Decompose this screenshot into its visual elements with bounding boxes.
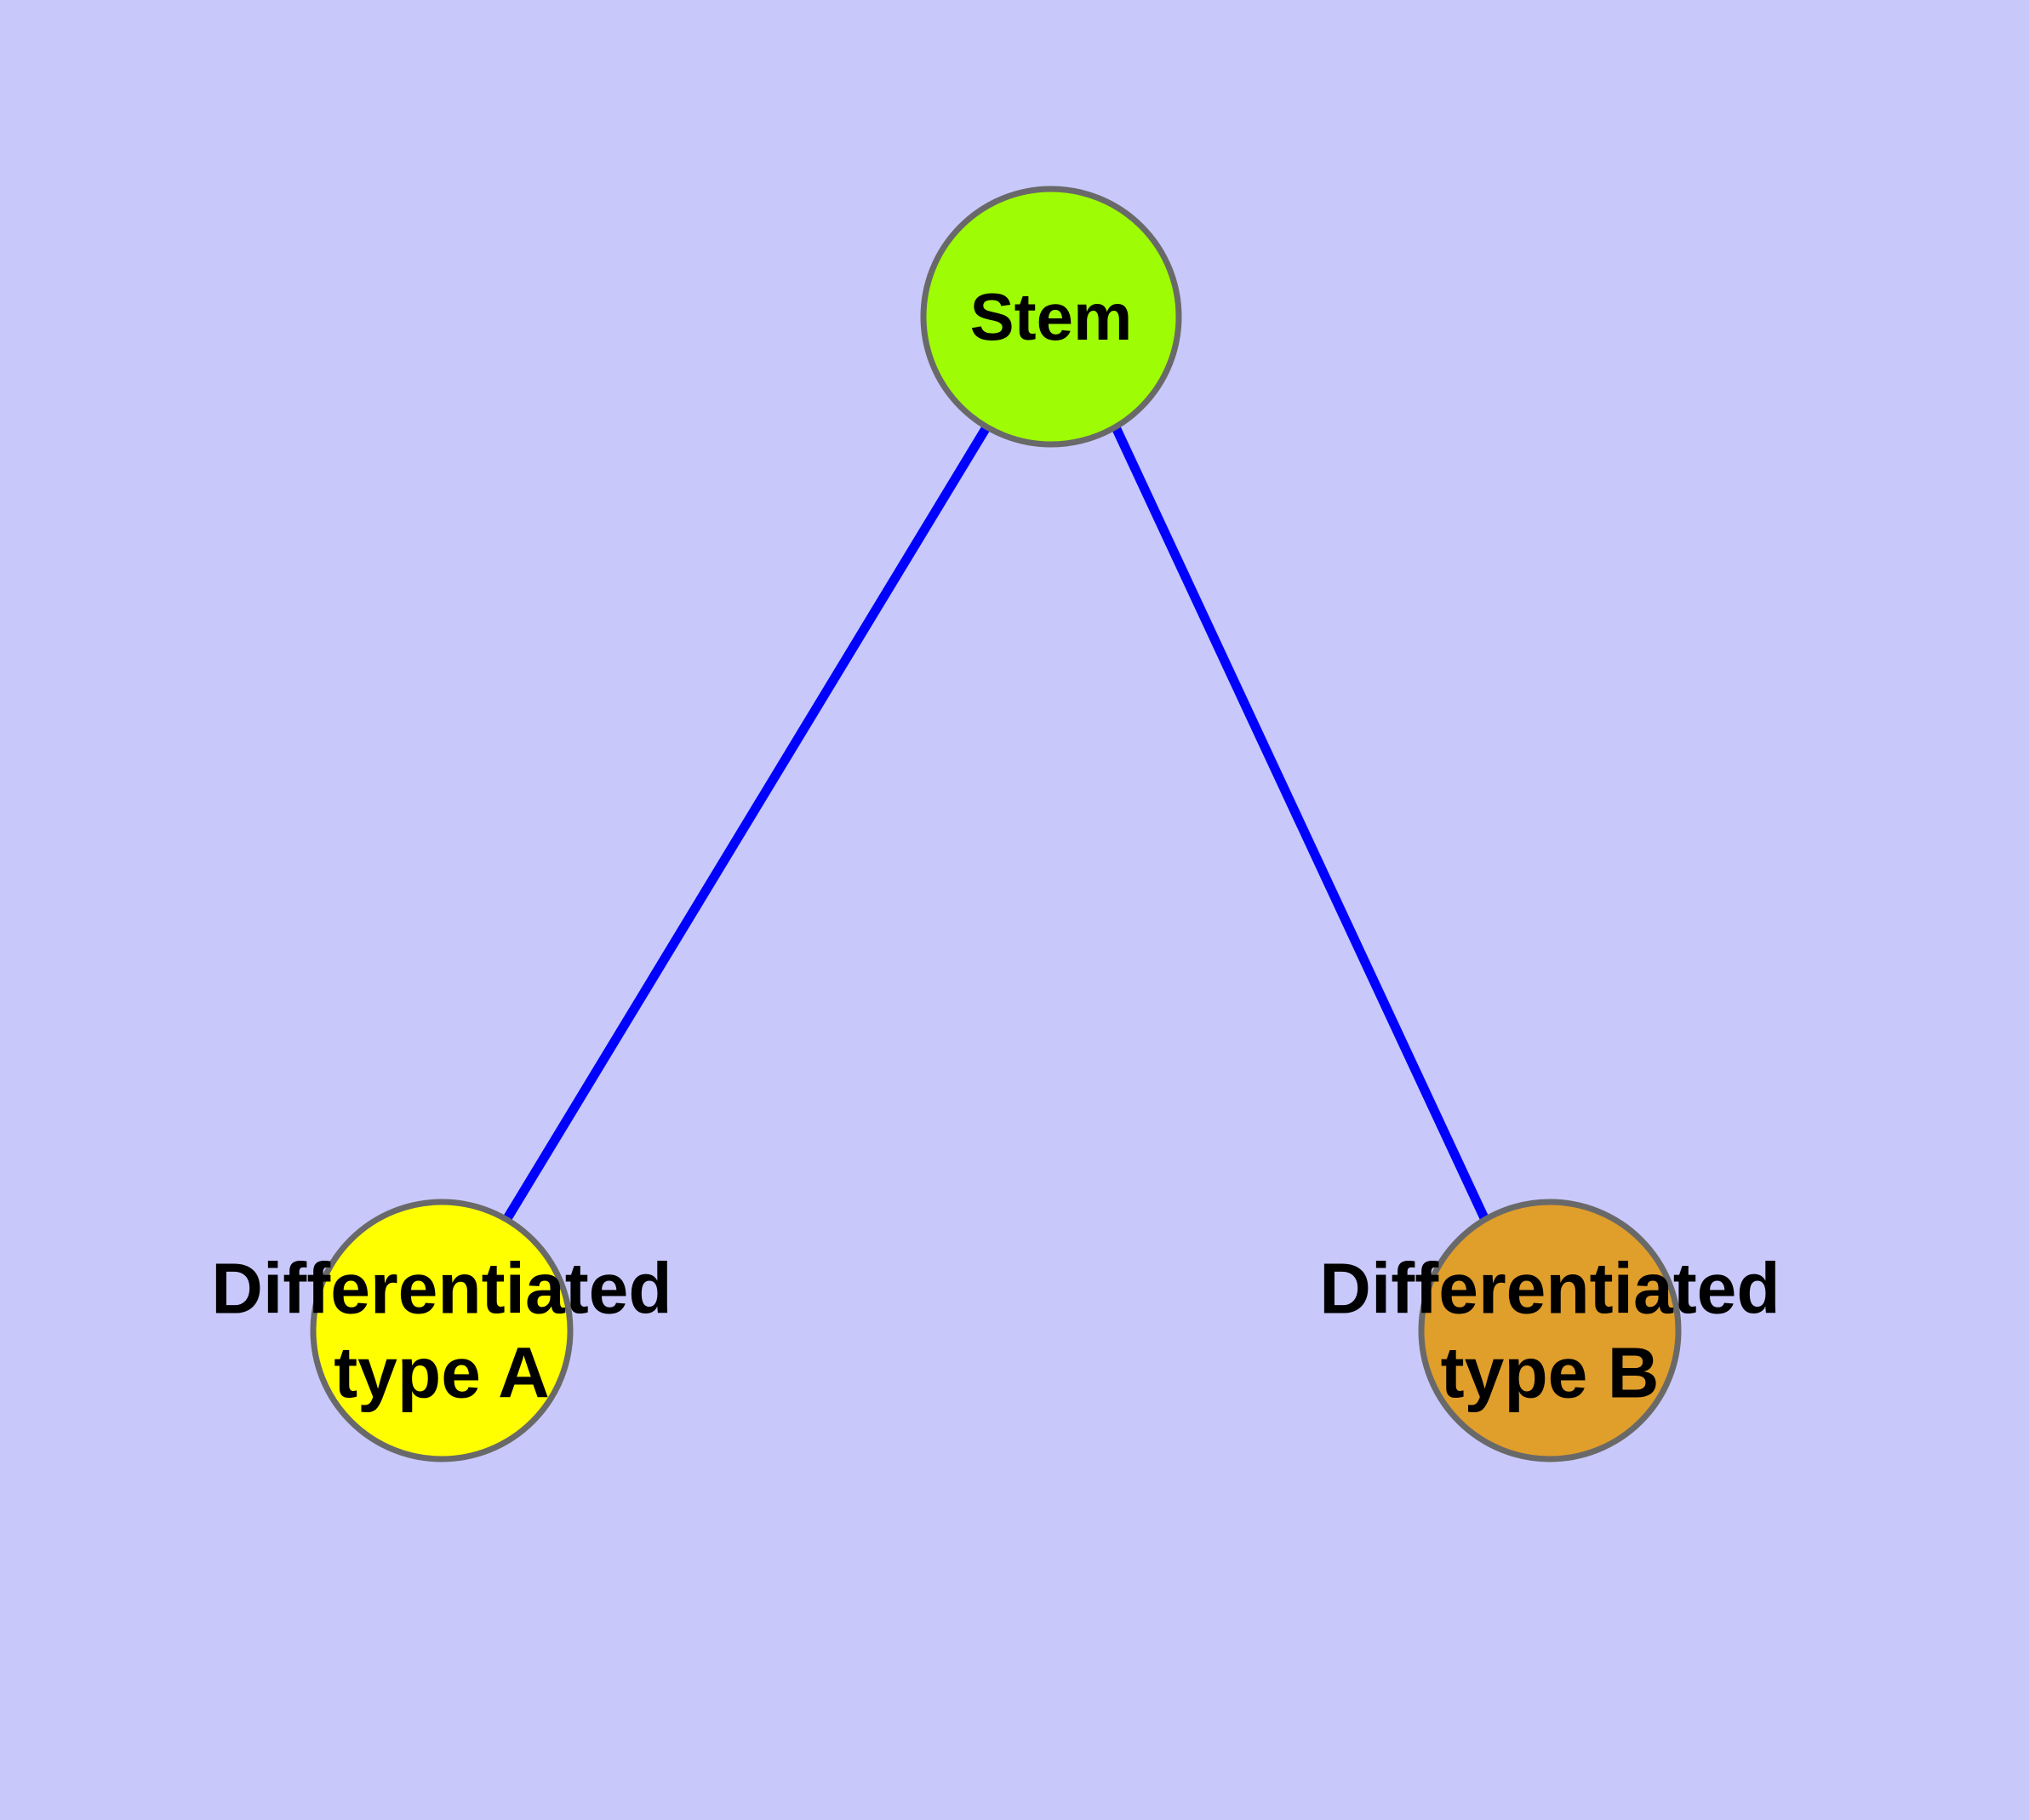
edges-layer: [502, 425, 1489, 1222]
edge-stem-to-diff-b: [1112, 425, 1489, 1222]
node-circle-diff_b[interactable]: [1418, 1199, 1682, 1462]
node-circle-diff_a[interactable]: [310, 1199, 574, 1462]
node-stem[interactable]: Stem: [920, 186, 1182, 448]
node-label-stem: Stem: [970, 279, 1133, 354]
edge-stem-to-diff-a: [502, 425, 991, 1222]
node-circle-stem[interactable]: [920, 186, 1182, 448]
node-label-line: Differentiated: [211, 1248, 672, 1328]
node-label-line: type B: [1441, 1333, 1660, 1413]
node-label-line: Stem: [970, 279, 1133, 354]
node-label-line: type A: [334, 1333, 550, 1413]
node-label-line: Differentiated: [1319, 1248, 1780, 1328]
